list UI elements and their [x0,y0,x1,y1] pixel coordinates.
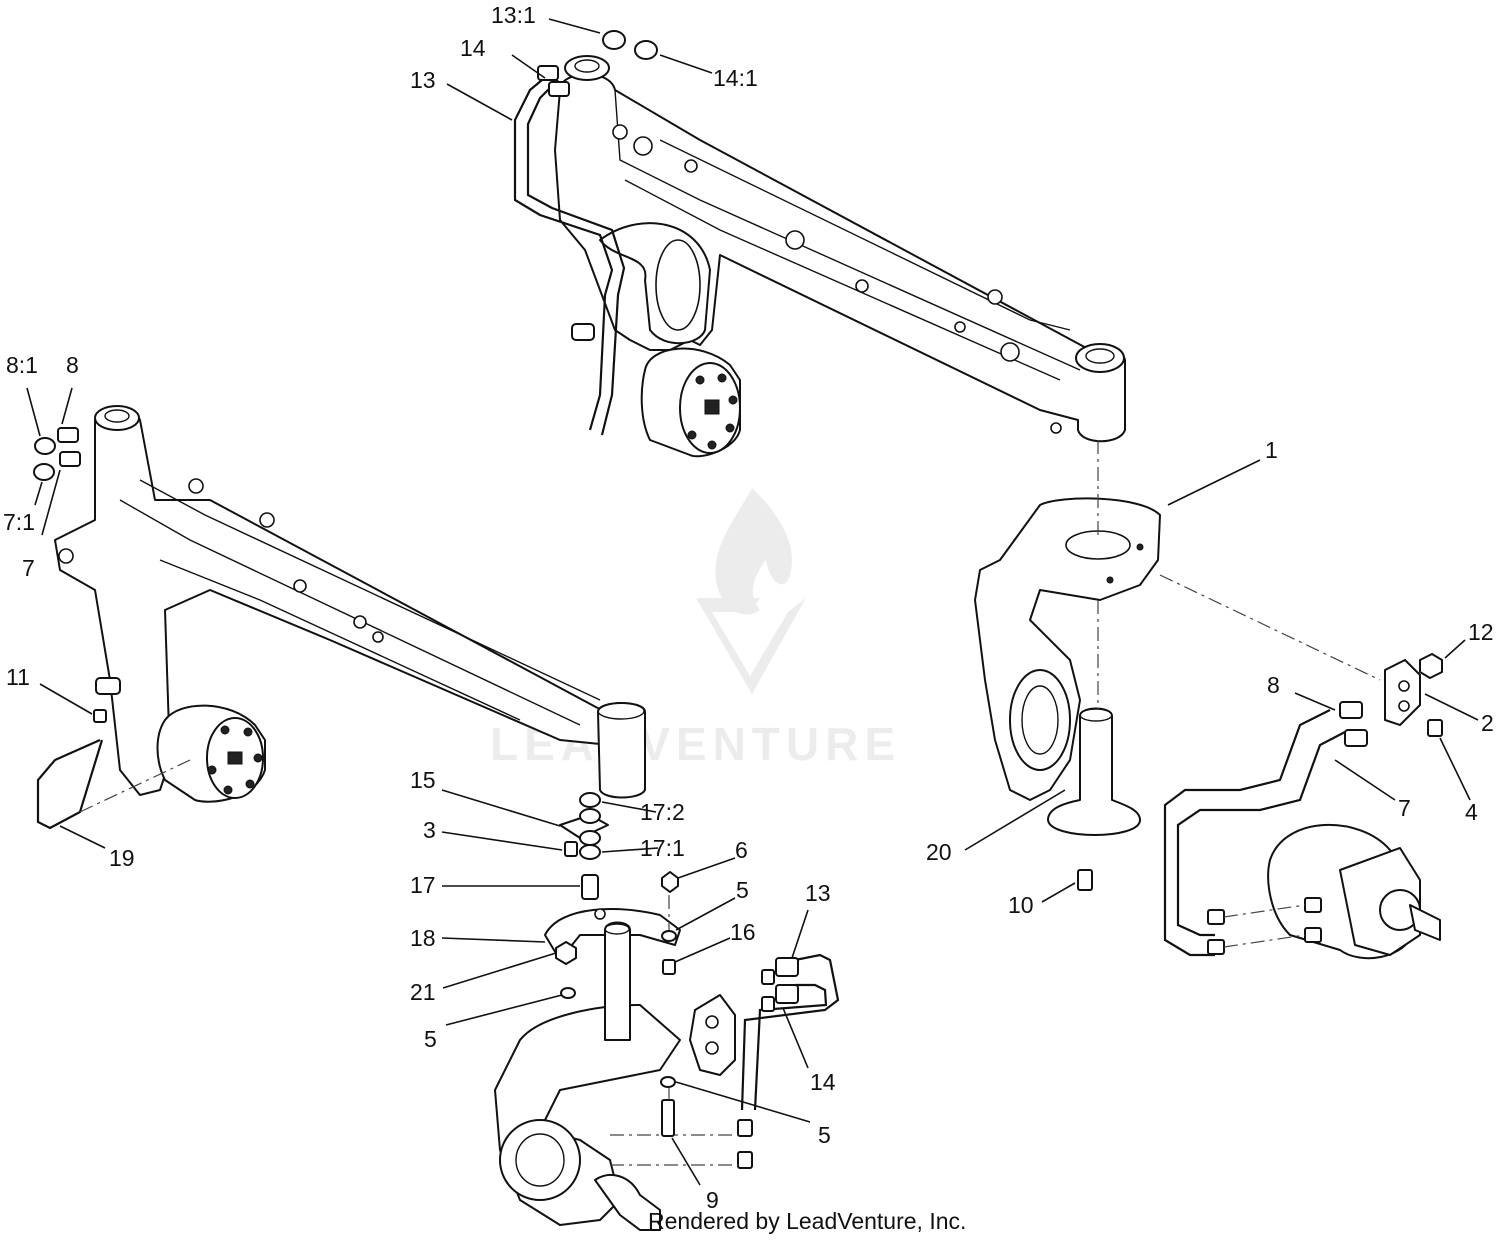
left-axle-assembly [33,405,646,830]
callout-11: 11 [6,664,30,690]
callout-2: 2 [1481,710,1494,736]
top-axle-assembly [513,30,1126,458]
callout-21: 21 [410,979,436,1005]
callout-9: 9 [706,1187,719,1213]
callout-8-1: 8:1 [6,352,38,378]
callout-15: 15 [410,767,436,793]
callout-3: 3 [423,817,436,843]
callout-12: 12 [1468,619,1494,645]
callout-14-bottom: 14 [810,1069,836,1095]
callout-13-bottom: 13 [805,880,831,906]
callout-7-left: 7 [22,555,35,581]
right-spindle-assembly [974,440,1443,960]
callout-8-right: 8 [1267,672,1280,698]
callout-17: 17 [410,872,436,898]
callout-16: 16 [730,919,756,945]
callout-5-c: 5 [818,1122,831,1148]
callout-7-1: 7:1 [3,509,35,535]
callout-17-2: 17:2 [640,799,685,825]
callout-13-1-top: 13:1 [491,2,536,28]
render-credit: Rendered by LeadVenture, Inc. [648,1208,967,1234]
callout-4: 4 [1465,799,1478,825]
callout-19: 19 [109,845,135,871]
callout-14-1-top: 14:1 [713,65,758,91]
callout-10: 10 [1008,892,1034,918]
callout-13-top: 13 [410,67,436,93]
callout-20: 20 [926,839,952,865]
callout-1: 1 [1265,437,1278,463]
callout-8-left: 8 [66,352,79,378]
leader-lines [26,18,1479,1186]
bottom-spindle-assembly [494,792,840,1231]
callout-17-1: 17:1 [640,835,685,861]
callout-18: 18 [410,925,436,951]
callout-14-top: 14 [460,35,486,61]
callout-6: 6 [735,837,748,863]
callout-5-a: 5 [736,877,749,903]
callout-7-right: 7 [1398,795,1411,821]
callout-labels: 13:1 14 13 14:1 8:1 8 7:1 7 11 19 1 12 8… [3,2,1494,1213]
callout-5-b: 5 [424,1026,437,1052]
